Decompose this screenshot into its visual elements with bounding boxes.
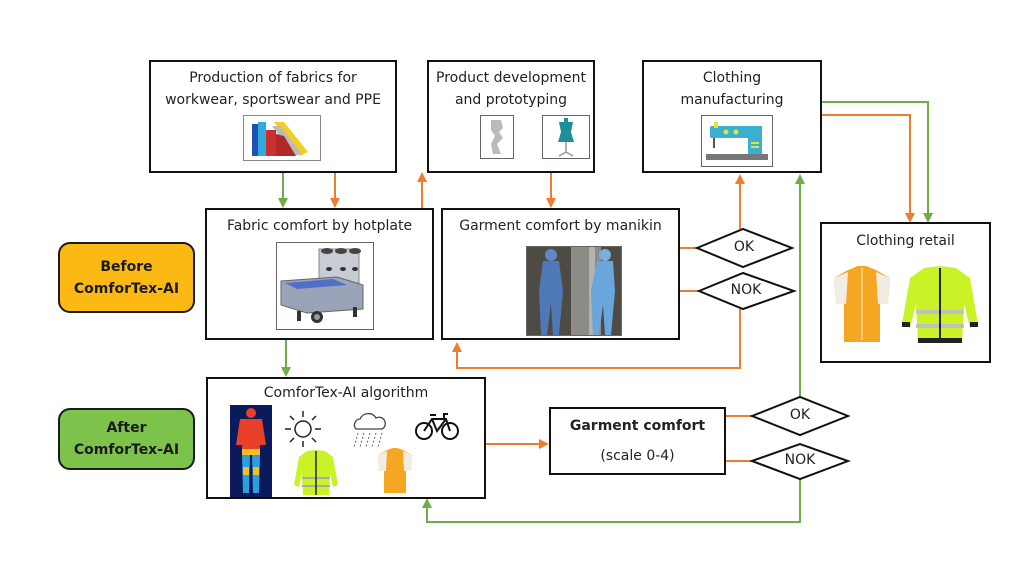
arrow-ai-nok-loop <box>422 479 801 523</box>
box-manikin: Garment comfort by manikin <box>441 208 680 340</box>
box-hotplate: Fabric comfort by hotplate <box>205 208 434 340</box>
decision-ai-ok <box>749 395 851 437</box>
clothing-manufacturing-title-line1: Clothing <box>702 70 762 86</box>
arrow-manufacturing-to-retail-after <box>822 101 933 223</box>
phase-before-line2: ComforTex-AI <box>73 280 180 297</box>
pattern-icon <box>480 115 514 159</box>
fabric-rolls-icon <box>243 115 321 161</box>
rain-cloud-icon <box>353 412 386 448</box>
product-dev-title-line1: Product development <box>436 70 586 86</box>
decision-manikin-ok-label: OK <box>733 239 755 255</box>
box-fabric-production: Production of fabrics for workwear, spor… <box>149 60 397 173</box>
product-dev-title: Product development and prototyping <box>429 67 593 111</box>
phase-after-label: After ComforTex-AI <box>58 408 195 470</box>
box-product-development: Product development and prototyping <box>427 60 595 173</box>
phase-after-line2: ComforTex-AI <box>73 442 180 458</box>
hotplate-title: Fabric comfort by hotplate <box>226 218 413 234</box>
box-comfortex-ai-algorithm: ComforTex-AI algorithm <box>206 377 486 499</box>
fabric-production-title-line1: Production of fabrics for <box>189 70 357 86</box>
bicycle-icon <box>415 413 459 440</box>
phase-before-label: Before ComforTex-AI <box>58 242 195 313</box>
box-garment-comfort-score: Garment comfort (scale 0-4) <box>549 407 726 475</box>
arrow-manufacturing-to-retail-before <box>822 114 915 223</box>
box-clothing-retail: Clothing retail <box>820 222 991 363</box>
cycling-jersey-icon <box>834 266 890 342</box>
phase-before-line1: Before <box>100 258 153 275</box>
clothing-manufacturing-title-line2: manufacturing <box>680 92 784 108</box>
decision-manikin-nok-label: NOK <box>730 282 762 298</box>
manikin-title: Garment comfort by manikin <box>459 218 662 234</box>
decision-manikin-ok <box>694 227 795 269</box>
algorithm-title: ComforTex-AI algorithm <box>263 385 429 401</box>
clothing-manufacturing-title: Clothing manufacturing <box>644 67 820 111</box>
box-clothing-manufacturing: Clothing manufacturing <box>642 60 822 173</box>
sewing-machine-icon <box>701 115 773 167</box>
manikin-photo-icon <box>526 246 622 336</box>
cycling-jersey-icon <box>378 448 412 493</box>
decision-ai-nok-label: NOK <box>784 452 816 468</box>
decision-ai-nok <box>749 442 851 481</box>
arrow-manikin-nok-loop <box>452 309 741 369</box>
garment-comfort-scale: (scale 0-4) <box>600 448 675 464</box>
thermal-body-icon <box>230 405 272 497</box>
hotplate-icon <box>276 242 374 330</box>
clothing-retail-title: Clothing retail <box>856 233 955 249</box>
decision-manikin-nok <box>696 271 798 311</box>
hi-vis-jacket-icon <box>294 450 338 495</box>
hi-vis-jacket-icon <box>902 266 978 343</box>
garment-comfort-title: Garment comfort <box>569 418 706 434</box>
phase-after-line1: After <box>106 420 147 436</box>
fabric-production-title: Production of fabrics for workwear, spor… <box>151 67 395 111</box>
dress-form-icon <box>542 115 590 159</box>
product-dev-title-line2: and prototyping <box>454 92 568 108</box>
sun-icon <box>285 411 321 447</box>
decision-ai-ok-label: OK <box>789 407 811 423</box>
fabric-production-title-line2: workwear, sportswear and PPE <box>165 92 381 108</box>
